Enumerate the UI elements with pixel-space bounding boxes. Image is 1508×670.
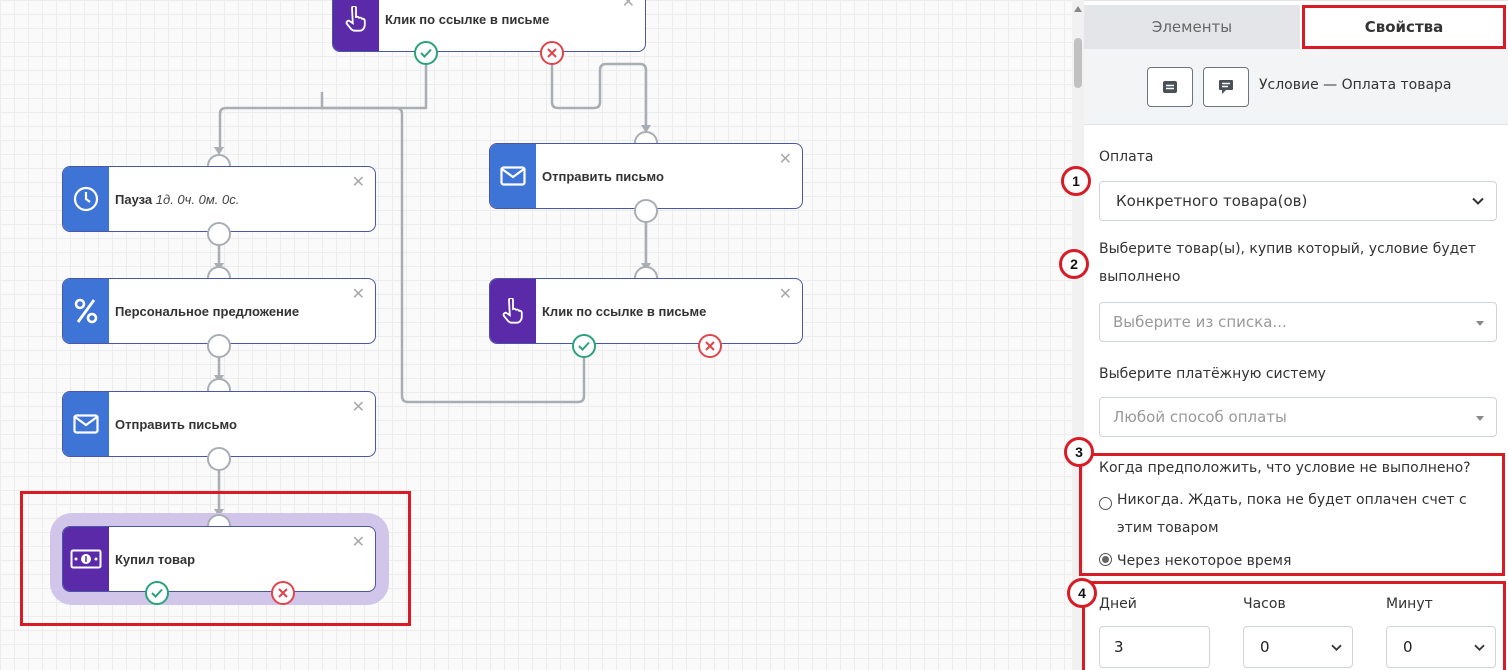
scroll-up-icon[interactable]: [1074, 6, 1082, 12]
annotation-highlight-box: [1082, 581, 1506, 670]
days-label: Дней: [1099, 596, 1137, 612]
no-output-icon[interactable]: [698, 334, 722, 358]
node-bought-product[interactable]: Купил товар ✕: [62, 526, 376, 592]
node-send-email-right[interactable]: Отправить письмо ✕: [489, 143, 803, 209]
output-port[interactable]: [207, 334, 231, 358]
radio-after-time-label[interactable]: Через некоторое время: [1117, 553, 1292, 569]
annotation-badge-4: 4: [1067, 578, 1097, 608]
node-title: Клик по ссылке в письме: [385, 11, 550, 27]
node-title: Купил товар: [115, 551, 196, 567]
days-input[interactable]: 3: [1099, 626, 1210, 668]
close-icon[interactable]: ✕: [351, 174, 365, 191]
node-click-top[interactable]: Клик по ссылке в письме ✕: [332, 0, 646, 52]
hours-label: Часов: [1243, 596, 1286, 612]
note-icon: [1163, 81, 1177, 93]
minutes-label: Минут: [1386, 596, 1433, 612]
envelope-icon: [490, 144, 536, 208]
close-icon[interactable]: ✕: [778, 151, 792, 168]
annotation-badge-3: 3: [1064, 437, 1094, 467]
payment-select[interactable]: Конкретного товара(ов): [1099, 181, 1497, 221]
caret-down-icon: [1476, 321, 1484, 326]
minutes-value: 0: [1403, 638, 1413, 656]
tab-elements[interactable]: Элементы: [1084, 5, 1300, 49]
tab-properties[interactable]: Свойства: [1302, 5, 1506, 49]
node-title: Отправить письмо: [115, 416, 237, 432]
payment-system-select[interactable]: Любой способ оплаты: [1099, 397, 1497, 437]
close-icon[interactable]: ✕: [351, 399, 365, 416]
products-label: Выберите товар(ы), купив который, услови…: [1099, 241, 1477, 285]
chevron-down-icon: [1472, 197, 1484, 205]
no-output-icon[interactable]: [271, 581, 295, 605]
node-title: Пауза 1д. 0ч. 0м. 0с.: [109, 192, 239, 207]
radio-after-time[interactable]: [1099, 553, 1112, 566]
pause-label: Пауза: [115, 191, 153, 207]
payment-system-placeholder: Любой способ оплаты: [1113, 408, 1287, 426]
comment-button[interactable]: [1203, 67, 1249, 107]
money-icon: [63, 527, 109, 591]
node-title: Отправить письмо: [542, 168, 664, 184]
hours-select[interactable]: 0: [1243, 626, 1353, 668]
annotation-highlight-box: [20, 491, 411, 626]
payment-select-value: Конкретного товара(ов): [1116, 192, 1308, 210]
panel-top-border: [1084, 0, 1508, 5]
wire-top-no-to-email: [550, 62, 648, 128]
wire-loop: [320, 92, 586, 404]
node-personal-offer[interactable]: Персональное предложение ✕: [62, 278, 376, 344]
pointer-icon: [333, 0, 379, 51]
clock-icon: [63, 167, 109, 231]
close-icon[interactable]: ✕: [778, 286, 792, 303]
node-click-right[interactable]: Клик по ссылке в письме ✕: [489, 278, 803, 344]
scroll-thumb[interactable]: [1074, 38, 1082, 88]
node-send-email-left[interactable]: Отправить письмо ✕: [62, 391, 376, 457]
payment-system-label: Выберите платёжную систему: [1099, 366, 1326, 382]
workflow-canvas[interactable]: Клик по ссылке в письме ✕ Пауза 1д. 0ч. …: [0, 0, 1072, 670]
annotation-highlight-box: [1079, 453, 1505, 576]
annotation-badge-1: 1: [1061, 166, 1091, 196]
minutes-select[interactable]: 0: [1386, 626, 1496, 668]
wire-top-yes-to-pause: [218, 64, 428, 150]
products-select[interactable]: Выберите из списка...: [1099, 302, 1497, 342]
yes-output-icon[interactable]: [414, 41, 438, 65]
chevron-down-icon: [1474, 644, 1485, 652]
radio-never-label[interactable]: Никогда. Ждать, пока не будет оплачен сч…: [1117, 492, 1467, 536]
properties-panel: Элементы Свойства Условие — Оплата товар…: [1079, 0, 1508, 670]
products-placeholder: Выберите из списка...: [1113, 313, 1287, 331]
yes-output-icon[interactable]: [572, 334, 596, 358]
output-port[interactable]: [207, 447, 231, 471]
no-output-icon[interactable]: [540, 41, 564, 65]
note-button[interactable]: [1147, 67, 1193, 107]
payment-label: Оплата: [1099, 149, 1154, 165]
radio-never[interactable]: [1099, 497, 1112, 510]
close-icon[interactable]: ✕: [621, 0, 635, 11]
node-title: Клик по ссылке в письме: [542, 303, 707, 319]
pointer-icon: [490, 279, 536, 343]
output-port[interactable]: [207, 222, 231, 246]
yes-output-icon[interactable]: [145, 581, 169, 605]
output-port[interactable]: [634, 199, 658, 223]
node-title: Персональное предложение: [115, 303, 300, 319]
node-pause[interactable]: Пауза 1д. 0ч. 0м. 0с. ✕: [62, 166, 376, 232]
percent-icon: [63, 279, 109, 343]
close-icon[interactable]: ✕: [351, 534, 365, 551]
comment-icon: [1219, 80, 1233, 94]
not-met-question: Когда предположить, что условие не выпол…: [1099, 460, 1471, 476]
envelope-icon: [63, 392, 109, 456]
chevron-down-icon: [1331, 644, 1342, 652]
hours-value: 0: [1260, 638, 1270, 656]
panel-subtitle: Условие — Оплата товара: [1259, 77, 1452, 93]
pause-value: 1д. 0ч. 0м. 0с.: [155, 191, 240, 207]
close-icon[interactable]: ✕: [351, 286, 365, 303]
annotation-badge-2: 2: [1059, 249, 1089, 279]
caret-down-icon: [1476, 416, 1484, 421]
